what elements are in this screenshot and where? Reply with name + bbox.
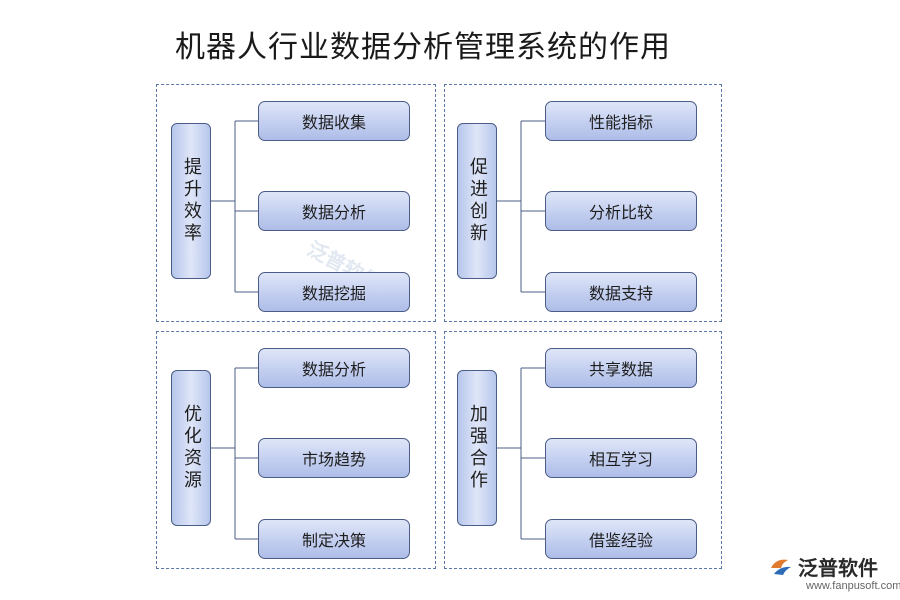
logo-name: 泛普软件 [798,556,878,580]
item-box: 借鉴经验 [545,519,697,559]
category-box-4: 加强合作 [457,370,497,526]
item-box: 数据挖掘 [258,272,410,312]
item-box: 共享数据 [545,348,697,388]
item-box: 数据支持 [545,272,697,312]
logo-icon [771,559,791,575]
page-title: 机器人行业数据分析管理系统的作用 [175,30,671,65]
category-box-1: 提升效率 [171,123,211,279]
item-box: 数据收集 [258,101,410,141]
category-label: 提升效率 [181,157,202,245]
item-box: 市场趋势 [258,438,410,478]
item-box: 相互学习 [545,438,697,478]
item-box: 性能指标 [545,101,697,141]
item-box: 分析比较 [545,191,697,231]
panel-group-1 [156,84,436,322]
panel-group-2 [444,84,722,322]
panel-group-4 [444,331,722,569]
panel-group-3 [156,331,436,569]
category-label: 优化资源 [181,404,202,492]
item-box: 制定决策 [258,519,410,559]
logo-url: www.fanpusoft.com [806,580,900,592]
category-box-3: 优化资源 [171,370,211,526]
category-box-2: 促进创新 [457,123,497,279]
brand-logo: 泛普软件 [768,552,878,581]
item-box: 数据分析 [258,191,410,231]
category-label: 促进创新 [467,157,488,245]
item-box: 数据分析 [258,348,410,388]
category-label: 加强合作 [467,404,488,492]
